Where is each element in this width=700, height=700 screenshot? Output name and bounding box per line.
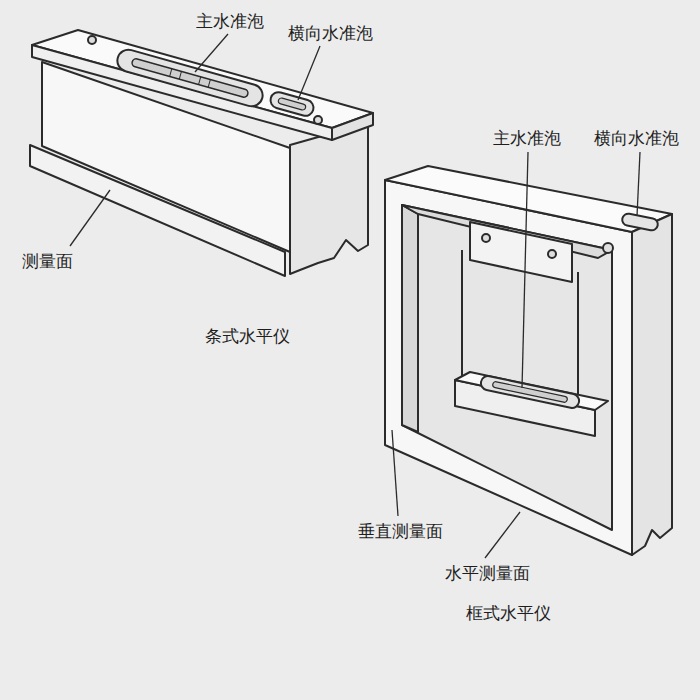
hole <box>603 243 613 253</box>
leader-line <box>392 430 398 516</box>
screw <box>548 250 556 258</box>
frame-level <box>385 166 672 555</box>
leader-line <box>485 512 520 558</box>
figure-caption: 条式水平仪 <box>205 325 290 347</box>
part-label: 横向水准泡 <box>288 22 373 44</box>
leader-line <box>70 190 110 246</box>
vial-tube <box>278 97 307 110</box>
bar-top-edge <box>32 45 332 140</box>
vial-tube <box>131 58 249 98</box>
frame-side <box>632 214 672 555</box>
screw <box>482 234 490 242</box>
leader-line <box>298 46 320 100</box>
part-label: 主水准泡 <box>196 10 264 32</box>
screw <box>314 116 322 124</box>
main-vial <box>115 47 265 109</box>
bar-end-face <box>290 123 368 274</box>
vial-ticks <box>170 69 211 88</box>
vial-slot <box>621 213 659 232</box>
bar-level <box>30 30 373 276</box>
vial-tube <box>492 381 568 403</box>
part-label: 垂直测量面 <box>358 520 443 542</box>
leader-lines <box>70 34 640 558</box>
vial-slot <box>480 375 581 409</box>
opening-depth-left <box>402 205 418 432</box>
part-label: 横向水准泡 <box>594 127 679 149</box>
bar-top-side <box>332 113 373 140</box>
vial-base-top <box>455 372 608 410</box>
cross-vial <box>269 90 316 117</box>
leader-line <box>637 152 640 216</box>
screw <box>88 36 96 44</box>
part-label: 主水准泡 <box>493 127 561 149</box>
vial-holder-plate <box>470 222 572 282</box>
frame-opening <box>402 205 612 530</box>
leader-line <box>195 34 228 72</box>
vial-slot <box>115 47 265 109</box>
cross-vial <box>621 213 659 232</box>
figure-caption: 框式水平仪 <box>466 602 551 624</box>
part-label: 测量面 <box>22 250 73 272</box>
bar-top-face <box>32 30 373 128</box>
leader-line <box>522 152 528 388</box>
main-vial <box>480 375 581 409</box>
frame-front <box>385 180 632 555</box>
part-label: 水平测量面 <box>445 562 530 584</box>
vial-slot <box>269 90 316 117</box>
